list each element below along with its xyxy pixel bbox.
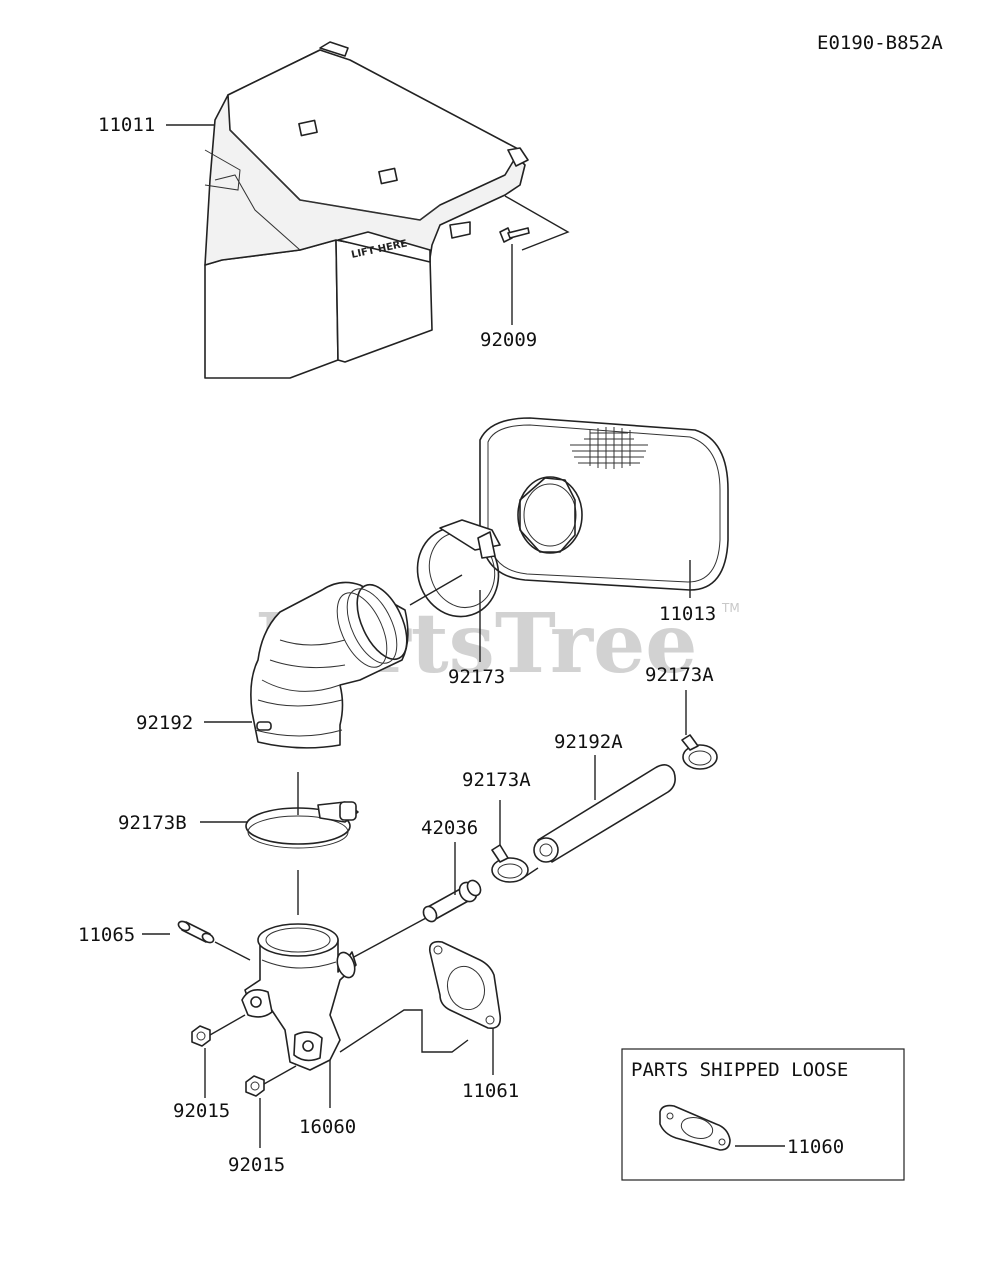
parts-shipped-loose-title: PARTS SHIPPED LOOSE: [631, 1059, 848, 1081]
assembly-line-7: [263, 1065, 297, 1085]
nut-92015-b[interactable]: [245, 1075, 265, 1097]
gasket-11061[interactable]: [428, 940, 502, 1030]
clamp-92173-axis: [409, 574, 463, 606]
clamp-92173A-left[interactable]: [491, 844, 529, 883]
label-92173B[interactable]: 92173B: [118, 812, 187, 834]
label-92015-a[interactable]: 92015: [173, 1100, 230, 1122]
label-11011[interactable]: 11011: [98, 114, 155, 136]
label-92009[interactable]: 92009: [480, 329, 537, 351]
label-11065[interactable]: 11065: [78, 924, 135, 946]
assembly-line-5: [214, 941, 251, 961]
label-42036[interactable]: 42036: [421, 817, 478, 839]
label-11060[interactable]: 11060: [787, 1136, 844, 1158]
label-92173A-right[interactable]: 92173A: [645, 664, 714, 686]
pin-11065[interactable]: [177, 920, 215, 945]
screw-92009[interactable]: [499, 227, 530, 243]
air-filter-element[interactable]: [479, 417, 729, 591]
clamp-92173A-right[interactable]: [681, 734, 718, 770]
label-11013[interactable]: 11013: [659, 603, 716, 625]
leader-92009-bracket: [504, 195, 570, 251]
air-cleaner-cover[interactable]: LIFT HERE: [204, 41, 529, 379]
leader-11061-bracket: [339, 1009, 469, 1053]
label-11061[interactable]: 11061: [462, 1080, 519, 1102]
intake-pipe-16060[interactable]: [241, 923, 358, 1071]
nut-92015-a[interactable]: [191, 1025, 211, 1047]
parts-shipped-loose-box: [621, 1048, 905, 1181]
diagram-code: E0190-B852A: [817, 32, 943, 54]
hose-92192A[interactable]: [533, 764, 676, 863]
label-92192[interactable]: 92192: [136, 712, 193, 734]
label-92015-b[interactable]: 92015: [228, 1154, 285, 1176]
fitting-42036[interactable]: [421, 878, 483, 924]
gasket-11060[interactable]: [659, 1104, 731, 1151]
clamp-92173[interactable]: [406, 517, 510, 627]
assembly-line-6: [209, 1014, 246, 1036]
assembly-line-4: [519, 867, 539, 881]
label-92173[interactable]: 92173: [448, 666, 505, 688]
label-92173A-left[interactable]: 92173A: [462, 769, 531, 791]
label-92192A[interactable]: 92192A: [554, 731, 623, 753]
watermark-tm: TM: [721, 601, 740, 615]
assembly-line-3: [351, 917, 427, 959]
label-16060[interactable]: 16060: [299, 1116, 356, 1138]
elbow-hose-92192[interactable]: [250, 577, 417, 749]
clamp-92173B[interactable]: [245, 801, 359, 849]
